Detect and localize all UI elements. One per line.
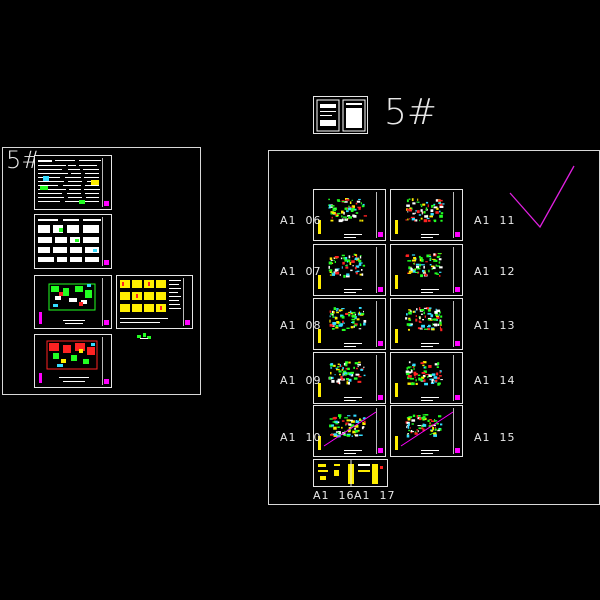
sheet-a1-9[interactable] [313, 352, 386, 404]
label-a1-11: A1 11 [474, 214, 516, 227]
cover-thumbnails [316, 99, 366, 132]
floor-plan-drawing [318, 198, 367, 238]
sheet-a1-15[interactable] [390, 405, 463, 457]
header-title: 5# [384, 92, 438, 133]
floor-plan-drawing-2 [39, 340, 98, 383]
floor-plan-drawing [395, 411, 454, 454]
label-a1-07: A1 07 [280, 265, 322, 278]
sheet-a1-6[interactable] [313, 189, 386, 241]
floor-plan-drawing [395, 361, 443, 401]
left-sheet-schedule[interactable] [116, 275, 193, 329]
left-drawing-frame [2, 147, 201, 395]
left-sheet-plan-1[interactable] [34, 275, 112, 329]
label-a1-10: A1 10 [280, 431, 322, 444]
label-a1-17: A1 17 [354, 489, 396, 502]
floor-plan-drawing [318, 307, 367, 347]
sheet-a1-14[interactable] [390, 352, 463, 404]
schedule-table-drawing [120, 280, 181, 323]
label-a1-08: A1 08 [280, 319, 322, 332]
detail-drawings [318, 460, 383, 486]
floor-plan-drawing [318, 411, 377, 454]
label-a1-06: A1 06 [280, 214, 322, 227]
left-sheet-notes-1[interactable] [34, 155, 112, 210]
label-a1-09: A1 09 [280, 374, 322, 387]
label-a1-14: A1 14 [474, 374, 516, 387]
cover-sheet-thumbnail[interactable] [313, 96, 368, 134]
label-a1-16: A1 16 [313, 489, 355, 502]
left-sheet-plan-2[interactable] [34, 334, 112, 388]
sheet-a1-11[interactable] [390, 189, 463, 241]
sheet-a1-10[interactable] [313, 405, 386, 457]
label-a1-13: A1 13 [474, 319, 516, 332]
sheet-a1-8[interactable] [313, 298, 386, 350]
sheet-a1-7[interactable] [313, 244, 386, 296]
label-a1-15: A1 15 [474, 431, 516, 444]
sheet-a1-12[interactable] [390, 244, 463, 296]
notes-text-block-2 [38, 219, 101, 262]
floor-plan-drawing [318, 253, 366, 293]
floor-plan-drawing [318, 361, 366, 401]
floor-plan-drawing [395, 253, 443, 293]
floor-plan-drawing [395, 198, 445, 238]
sheet-a1-13[interactable] [390, 298, 463, 350]
notes-text-block-1 [38, 160, 101, 204]
label-a1-12: A1 12 [474, 265, 516, 278]
sheet-a1-16-17[interactable] [313, 459, 388, 487]
floor-plan-drawing-1 [39, 283, 96, 324]
left-sheet-notes-2[interactable] [34, 214, 112, 269]
floor-plan-drawing [395, 307, 443, 347]
